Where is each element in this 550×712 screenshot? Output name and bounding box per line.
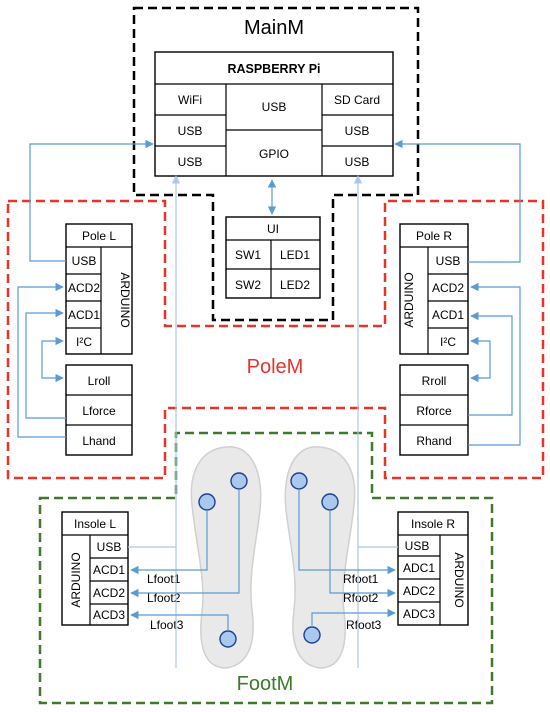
lforce-to-acd1-wire xyxy=(25,308,66,419)
pole-r-usb: USB xyxy=(436,254,461,268)
gpio-port: GPIO xyxy=(259,147,289,161)
usb-right-port-1: USB xyxy=(345,124,370,138)
pole-l-usb-wire xyxy=(29,139,154,262)
insole-l-acd3: ACD3 xyxy=(93,608,125,622)
led-2: LED2 xyxy=(280,278,310,292)
pole-l-sensors: Lroll Lforce Lhand xyxy=(65,364,133,456)
lfoot1-label: Lfoot1 xyxy=(147,572,181,586)
insole-r-usb: USB xyxy=(405,539,430,553)
usb-center-port: USB xyxy=(262,100,287,114)
rhand-sensor: Rhand xyxy=(416,434,451,448)
lroll-sensor: Lroll xyxy=(88,374,111,388)
mainm-title: MainM xyxy=(244,17,304,39)
rhand-to-acd2-wire xyxy=(468,282,521,446)
rfoot3-label: Rfoot3 xyxy=(346,618,382,632)
rfoot1-wire xyxy=(298,489,396,575)
led-1: LED1 xyxy=(280,248,310,262)
polem-title: PoleM xyxy=(247,356,304,378)
usb-left-port-1: USB xyxy=(178,124,203,138)
lfoot1-wire xyxy=(130,510,208,575)
pole-r-acd1: ACD1 xyxy=(432,308,464,322)
left-insole-shape xyxy=(190,446,262,669)
pole-l-title: Pole L xyxy=(82,229,116,243)
pole-r-acd2: ACD2 xyxy=(432,281,464,295)
insole-r-title: Insole R xyxy=(411,517,455,531)
insole-l-title: Insole L xyxy=(74,517,116,531)
lfoot2-label: Lfoot2 xyxy=(147,591,181,605)
pole-l-block: Pole L USB ACD2 ACD1 I²C ARDUINO xyxy=(65,223,133,355)
raspberry-pi-block: RASPBERRY Pi WiFi USB USB USB GPIO SD Ca… xyxy=(154,51,394,177)
rroll-i2c-wire xyxy=(470,336,491,383)
lroll-i2c-wire xyxy=(41,336,64,383)
pole-r-title: Pole R xyxy=(416,229,452,243)
usb-right-port-2: USB xyxy=(345,155,370,169)
pole-r-arduino: ARDUINO xyxy=(402,272,416,327)
rforce-to-acd1-wire xyxy=(468,311,513,416)
insole-r-adc2: ADC2 xyxy=(403,584,435,598)
rfoot2-sensor-dot xyxy=(321,493,339,511)
usb-left-port-2: USB xyxy=(178,155,203,169)
rfoot1-sensor-dot xyxy=(290,472,308,490)
right-insole-shape xyxy=(284,446,356,669)
pole-l-usb: USB xyxy=(72,254,97,268)
insole-l-block: Insole L USB ACD1 ACD2 ACD3 ARDUINO xyxy=(61,511,129,626)
insole-r-arduino: ARDUINO xyxy=(452,552,466,607)
polem-boundary xyxy=(6,199,545,480)
lhand-to-acd2-wire xyxy=(17,282,66,438)
insole-r-usb-wire xyxy=(353,175,398,548)
insole-l-acd1: ACD1 xyxy=(93,563,125,577)
rfoot3-sensor-dot xyxy=(303,626,321,644)
lfoot2-sensor-dot xyxy=(230,472,248,490)
pole-l-acd1: ACD1 xyxy=(68,308,100,322)
insole-l-usb: USB xyxy=(97,540,122,554)
insole-r-block: Insole R USB ADC1 ADC2 ADC3 ARDUINO xyxy=(397,511,469,626)
mainm-boundary xyxy=(132,6,420,322)
lfoot2-wire xyxy=(130,489,240,598)
rfoot1-label: Rfoot1 xyxy=(343,572,379,586)
insole-r-adc3: ADC3 xyxy=(403,607,435,621)
pole-r-sensors: Rroll Rforce Rhand xyxy=(399,364,469,456)
raspberry-title: RASPBERRY Pi xyxy=(227,62,320,76)
lfoot3-label: Lfoot3 xyxy=(150,618,184,632)
pole-r-i2c: I²C xyxy=(440,335,456,349)
rfoot3-wire xyxy=(311,608,396,627)
rfoot2-wire xyxy=(329,510,396,598)
pole-r-block: Pole R USB ACD2 ACD1 I²C ARDUINO xyxy=(399,223,469,355)
insole-r-adc1: ADC1 xyxy=(403,561,435,575)
switch-2: SW2 xyxy=(235,278,261,292)
pole-l-i2c: I²C xyxy=(76,335,92,349)
rforce-sensor: Rforce xyxy=(416,404,452,418)
sd-card-slot: SD Card xyxy=(334,93,380,107)
footm-title: FootM xyxy=(237,673,294,695)
lfoot3-sensor-dot xyxy=(219,630,237,648)
ui-title: UI xyxy=(267,222,279,236)
insole-l-usb-wire xyxy=(128,175,181,548)
lforce-sensor: Lforce xyxy=(82,404,116,418)
rroll-sensor: Rroll xyxy=(422,374,447,388)
pole-l-acd2: ACD2 xyxy=(68,281,100,295)
ui-block: UI SW1 LED1 SW2 LED2 xyxy=(225,216,321,299)
pole-l-arduino: ARDUINO xyxy=(118,272,132,327)
wifi-port: WiFi xyxy=(178,93,202,107)
insole-l-acd2: ACD2 xyxy=(93,586,125,600)
pole-r-usb-wire xyxy=(394,139,521,263)
rfoot2-label: Rfoot2 xyxy=(343,591,379,605)
lhand-sensor: Lhand xyxy=(82,434,115,448)
connection-wires xyxy=(17,139,521,668)
insole-l-arduino: ARDUINO xyxy=(69,552,83,607)
switch-1: SW1 xyxy=(235,248,261,262)
lfoot3-wire xyxy=(130,610,229,631)
lfoot1-sensor-dot xyxy=(198,493,216,511)
